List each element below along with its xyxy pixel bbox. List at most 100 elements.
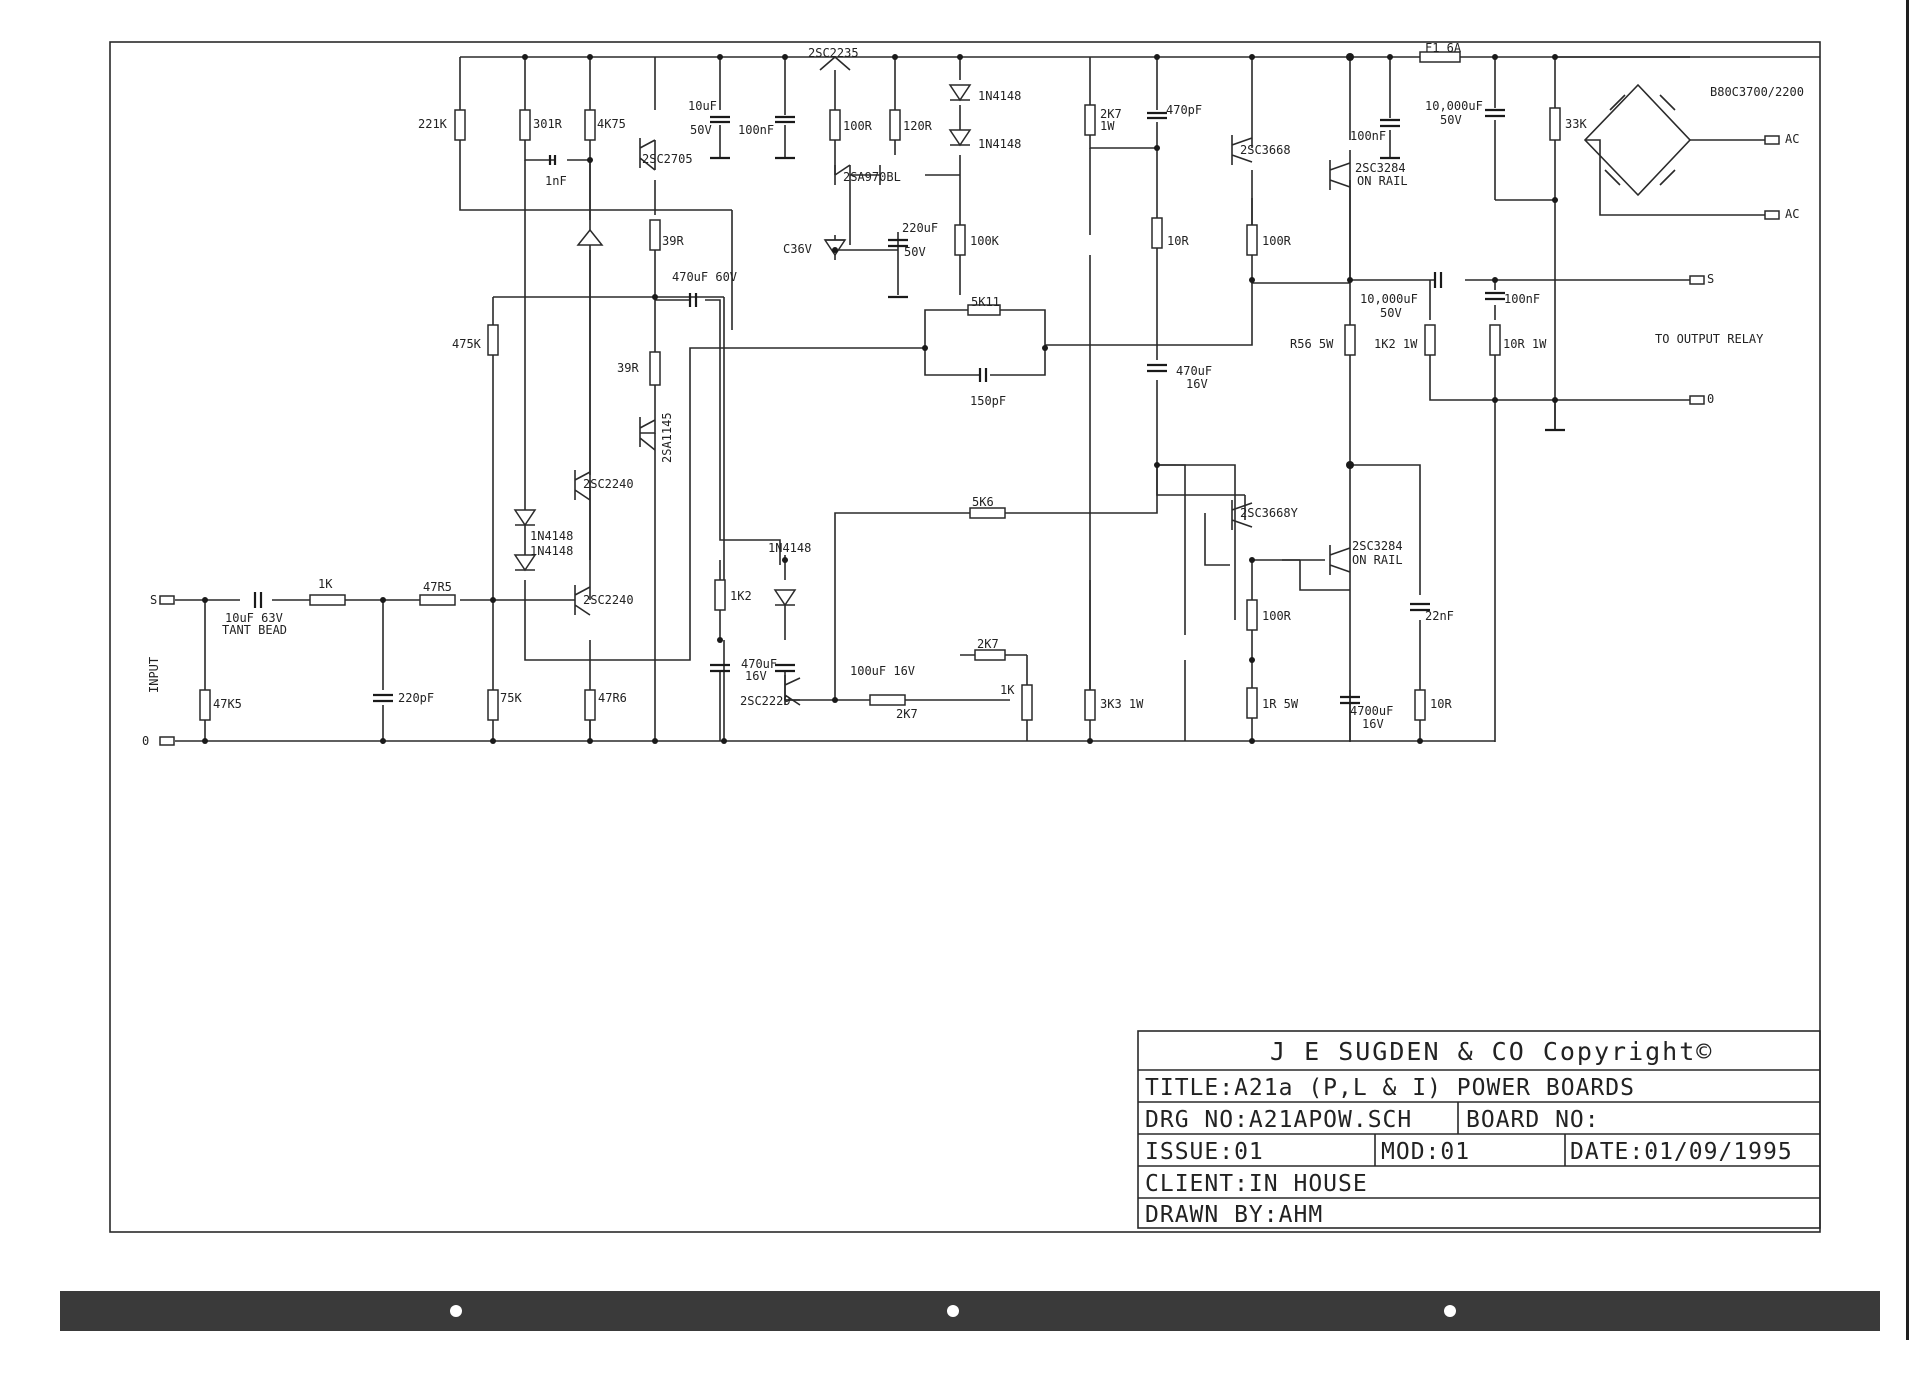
label-2sc2235: 2SC2235 xyxy=(808,46,859,60)
resistor-5k6 xyxy=(969,507,1006,519)
resistor-2k7-b xyxy=(869,694,906,706)
title-board-no: BOARD NO: xyxy=(1466,1107,1600,1133)
drawing-border xyxy=(109,41,1821,1233)
label-ac-1: AC xyxy=(1785,132,1799,146)
label-2k7-1w: 2K7 xyxy=(1100,107,1122,121)
resistor-1k2b xyxy=(714,579,726,611)
label-1w-a: 1W xyxy=(1100,119,1115,133)
label-3k3: 3K3 1W xyxy=(1100,697,1144,711)
title-company: J E SUGDEN & CO Copyright© xyxy=(1270,1037,1713,1066)
resistor-120r xyxy=(889,109,901,141)
resistor-100r-c xyxy=(1246,599,1258,631)
label-100nf-b: 100nF xyxy=(1350,129,1386,143)
label-2sa970bl: 2SA970BL xyxy=(843,170,901,184)
sheet-edge xyxy=(1906,0,1909,1340)
label-1n4148-d: 1N4148 xyxy=(978,137,1021,151)
label-1k: 1K xyxy=(318,577,333,591)
label-5k11: 5K11 xyxy=(971,295,1000,309)
label-4700uf: 4700uF xyxy=(1350,704,1393,718)
label-2sc2240-a: 2SC2240 xyxy=(583,477,634,491)
label-2k7-a: 2K7 xyxy=(977,637,999,651)
label-50v-a: 50V xyxy=(690,123,712,137)
label-2sc3284-b: 2SC3284 xyxy=(1352,539,1403,553)
resistor-301r xyxy=(519,109,531,141)
label-50v-d: 50V xyxy=(1380,306,1402,320)
label-10000uf-b: 10,000uF xyxy=(1360,292,1418,306)
label-10uf: 10uF xyxy=(688,99,717,113)
binder-strip xyxy=(60,1291,1880,1331)
label-input: INPUT xyxy=(147,657,161,693)
label-33k: 33K xyxy=(1565,117,1587,131)
label-220pf: 220pF xyxy=(398,691,434,705)
resistor-1k-in xyxy=(309,594,346,606)
resistor-4k75 xyxy=(584,109,596,141)
title-mod: MOD:01 xyxy=(1381,1139,1470,1165)
punch-hole xyxy=(450,1305,462,1317)
resistor-100r-b xyxy=(1246,224,1258,256)
label-39r-b: 39R xyxy=(617,361,639,375)
label-4k75: 4K75 xyxy=(597,117,626,131)
label-50v-c: 50V xyxy=(1440,113,1462,127)
label-1k2: 1K2 xyxy=(730,589,752,603)
resistor-39r-a xyxy=(649,219,661,251)
resistor-47r6 xyxy=(584,689,596,721)
resistor-10r-a xyxy=(1151,217,1163,249)
resistor-100k xyxy=(954,224,966,256)
label-1n4148-b: 1N4148 xyxy=(530,544,573,558)
label-1n4148-c: 1N4148 xyxy=(978,89,1021,103)
label-pot-1k: 1K xyxy=(1000,683,1015,697)
label-2sa1145: 2SA1145 xyxy=(660,412,674,463)
resistor-39r-b xyxy=(649,351,661,386)
resistor-10r-b xyxy=(1414,689,1426,721)
label-47r5: 47R5 xyxy=(423,580,452,594)
label-1nf: 1nF xyxy=(545,174,567,188)
label-2sc3284-a: 2SC3284 xyxy=(1355,161,1406,175)
label-zero-out: 0 xyxy=(1707,392,1714,406)
label-10r-1w: 10R 1W xyxy=(1503,337,1547,351)
label-5k6: 5K6 xyxy=(972,495,994,509)
label-100r-b: 100R xyxy=(1262,234,1292,248)
label-470uf60v: 470uF 60V xyxy=(672,270,737,284)
label-470uf16v-b: 470uF xyxy=(741,657,777,671)
label-150pf: 150pF xyxy=(970,394,1006,408)
resistor-33k xyxy=(1549,107,1561,141)
label-50v-b: 50V xyxy=(904,245,926,259)
title-client: CLIENT:IN HOUSE xyxy=(1145,1171,1368,1197)
label-1n4148-e: 1N4148 xyxy=(768,541,811,555)
title-issue: ISSUE:01 xyxy=(1145,1139,1264,1165)
label-75k: 75K xyxy=(500,691,522,705)
label-2sc2705: 2SC2705 xyxy=(642,152,693,166)
resistor-47r5 xyxy=(419,594,456,606)
label-1n4148-a: 1N4148 xyxy=(530,529,573,543)
label-output-relay: TO OUTPUT RELAY xyxy=(1655,332,1764,346)
label-47r6: 47R6 xyxy=(598,691,627,705)
punch-hole xyxy=(1444,1305,1456,1317)
label-1k2-1w: 1K2 1W xyxy=(1374,337,1418,351)
label-120r: 120R xyxy=(903,119,933,133)
resistor-100r-a xyxy=(829,109,841,141)
label-bridge: B80C3700/2200 xyxy=(1710,85,1804,99)
label-2sc3668y: 2SC3668Y xyxy=(1240,506,1299,520)
label-47k5: 47K5 xyxy=(213,697,242,711)
label-39r-a: 39R xyxy=(662,234,684,248)
title-drg-no: DRG NO:A21APOW.SCH xyxy=(1145,1107,1412,1133)
title-text: TITLE:A21a (P,L & I) POWER BOARDS xyxy=(1145,1075,1635,1101)
label-fuse: F1 6A xyxy=(1425,41,1462,55)
resistor-475k xyxy=(487,324,499,356)
label-10r-a: 10R xyxy=(1167,234,1189,248)
label-100uf16v: 100uF 16V xyxy=(850,664,915,678)
label-22nf: 22nF xyxy=(1425,609,1454,623)
label-s-in: S xyxy=(150,593,157,607)
title-date: DATE:01/09/1995 xyxy=(1570,1139,1793,1165)
resistor-221k xyxy=(454,109,466,141)
label-16v-c: 16V xyxy=(1362,717,1384,731)
label-100r-c: 100R xyxy=(1262,609,1292,623)
pot-1k xyxy=(1021,684,1033,721)
resistor-2k7-a xyxy=(974,649,1006,661)
label-100nf-c: 100nF xyxy=(1504,292,1540,306)
resistor-3k3 xyxy=(1084,689,1096,721)
resistor-5k11 xyxy=(967,304,1001,316)
label-2k7-b: 2K7 xyxy=(896,707,918,721)
label-470pf: 470pF xyxy=(1166,103,1202,117)
